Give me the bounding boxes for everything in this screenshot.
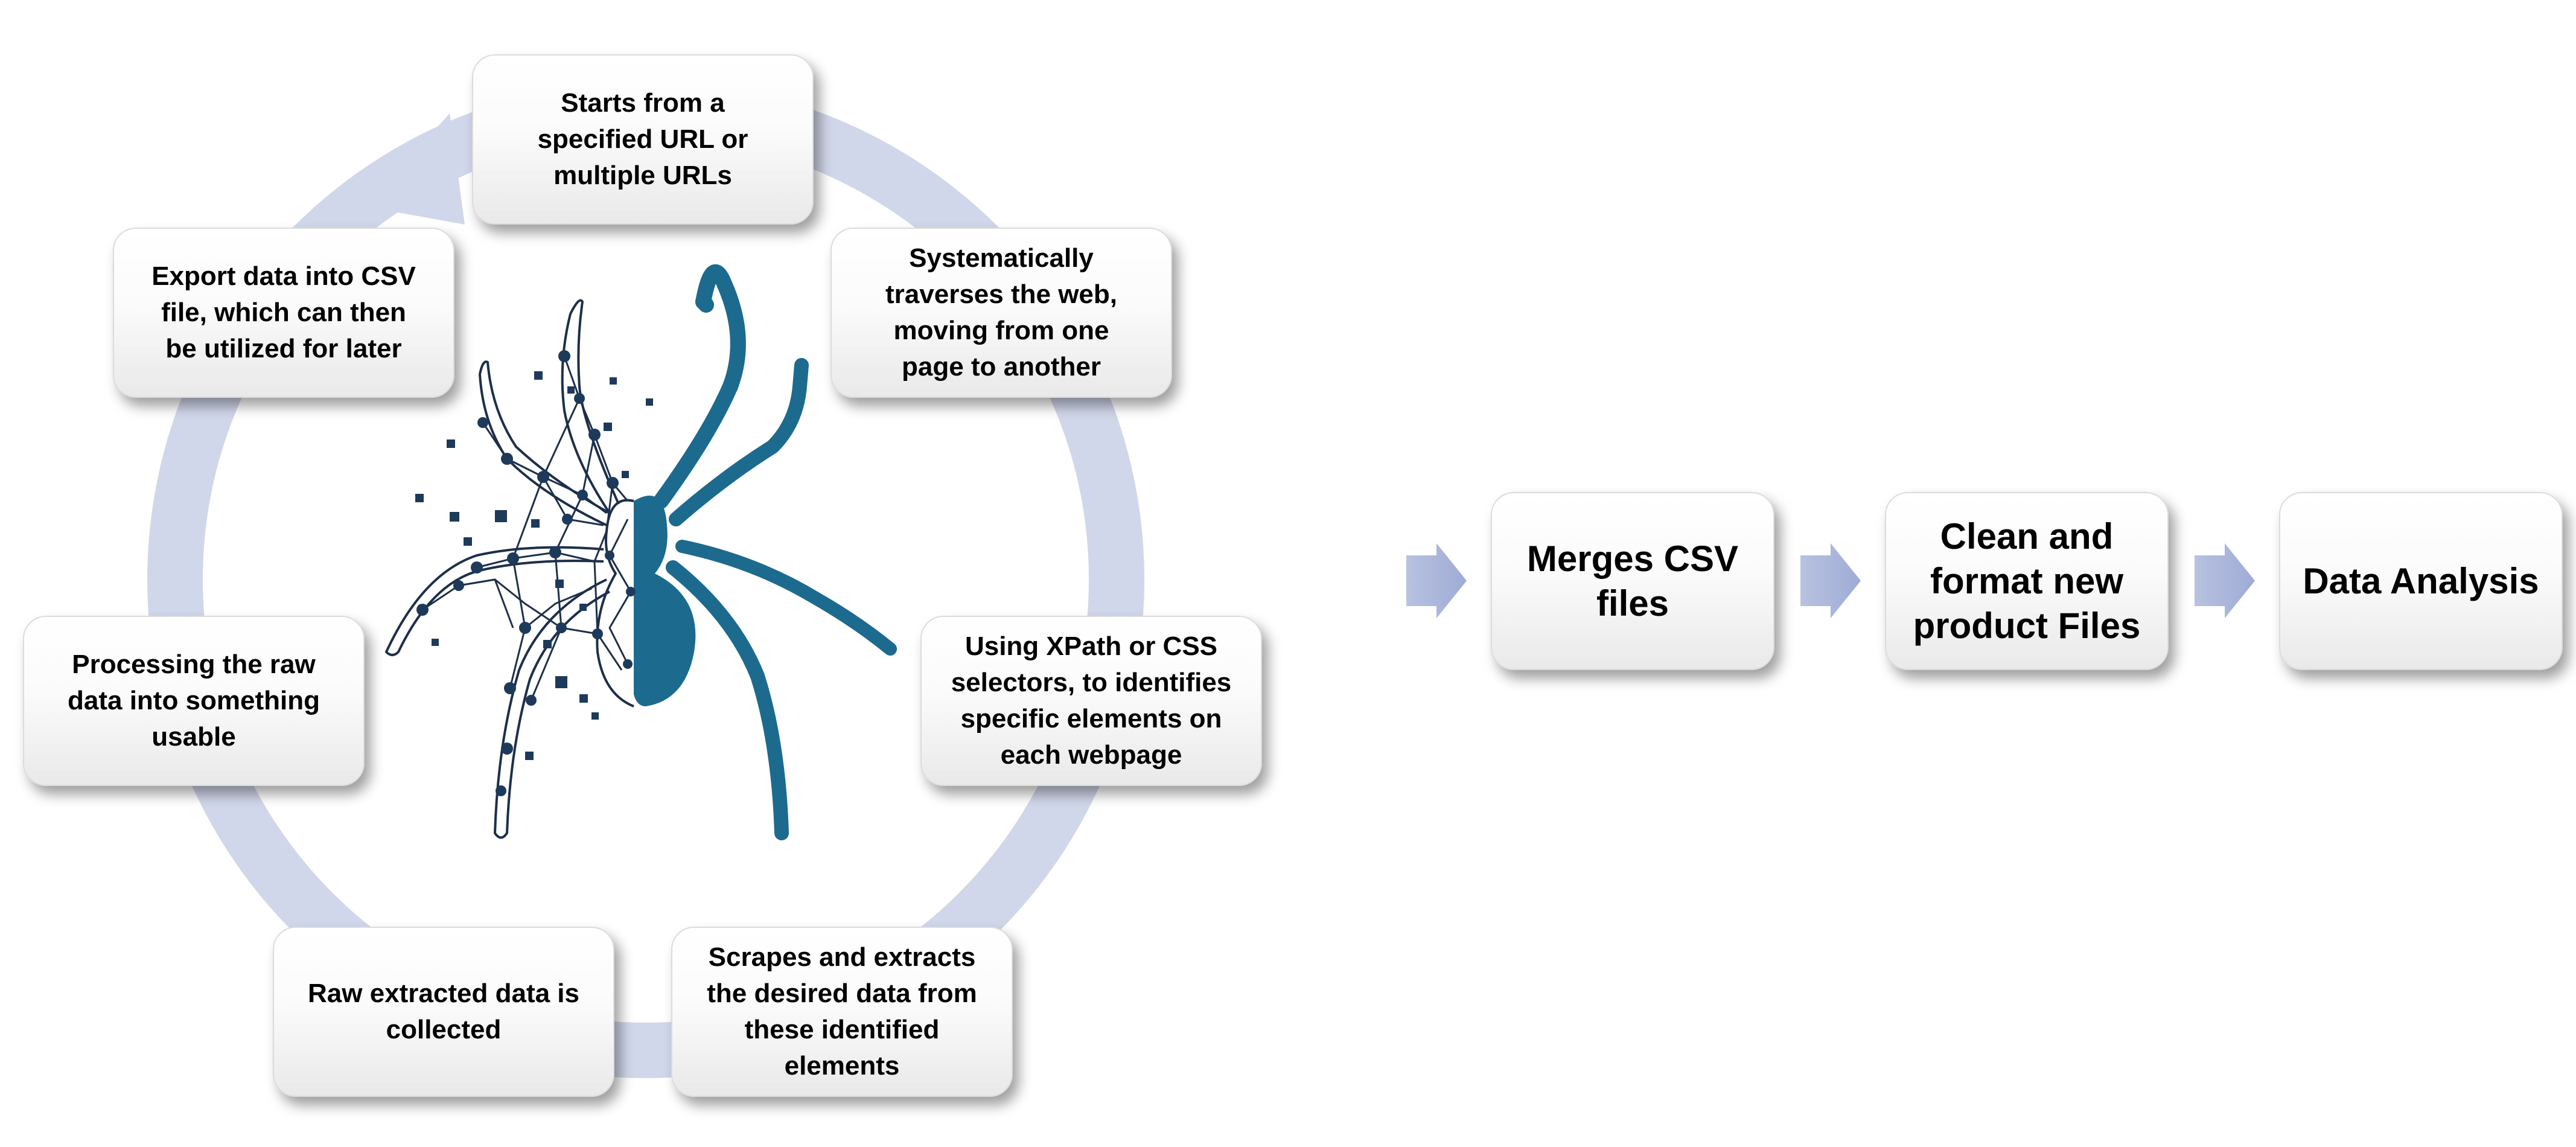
pipeline-step-data-analysis: Data Analysis (2279, 492, 2563, 670)
pipeline-step-clean-format: Clean and format new product Files (1885, 492, 2169, 670)
cycle-step-label: Export data into CSV file, which can the… (151, 261, 416, 363)
right-arrow-icon (1800, 543, 1861, 618)
cycle-step-export-csv: Export data into CSV file, which can the… (113, 228, 454, 398)
cycle-step-process-data: Processing the raw data into something u… (23, 616, 365, 786)
pipeline-step-label: Clean and format new product Files (1913, 516, 2141, 646)
pipeline-step-label: Data Analysis (2303, 560, 2539, 601)
cycle-step-label: Raw extracted data is collected (308, 979, 579, 1044)
cycle-step-identify-elements: Using XPath or CSS selectors, to identif… (920, 616, 1262, 786)
cycle-step-start-url: Starts from a specified URL or multiple … (472, 54, 814, 225)
right-arrow-icon (2195, 543, 2255, 618)
cycle-step-label: Processing the raw data into something u… (68, 650, 320, 752)
cycle-step-label: Starts from a specified URL or multiple … (537, 88, 748, 190)
cycle-step-label: Scrapes and extracts the desired data fr… (707, 942, 977, 1081)
cycle-step-collect-raw-data: Raw extracted data is collected (273, 927, 614, 1097)
cycle-arrow-icon (365, 113, 465, 225)
cycle-step-label: Systematically traverses the web, moving… (885, 243, 1117, 382)
pipeline-step-label: Merges CSV files (1526, 538, 1739, 624)
cycle-step-extract-data: Scrapes and extracts the desired data fr… (671, 927, 1013, 1097)
cycle-step-traverse-web: Systematically traverses the web, moving… (831, 228, 1172, 398)
cycle-step-label: Using XPath or CSS selectors, to identif… (951, 631, 1232, 770)
pipeline-step-merge-csv: Merges CSV files (1491, 492, 1774, 670)
right-arrow-icon (1406, 543, 1467, 618)
spider-web-crawler-icon (385, 264, 897, 840)
